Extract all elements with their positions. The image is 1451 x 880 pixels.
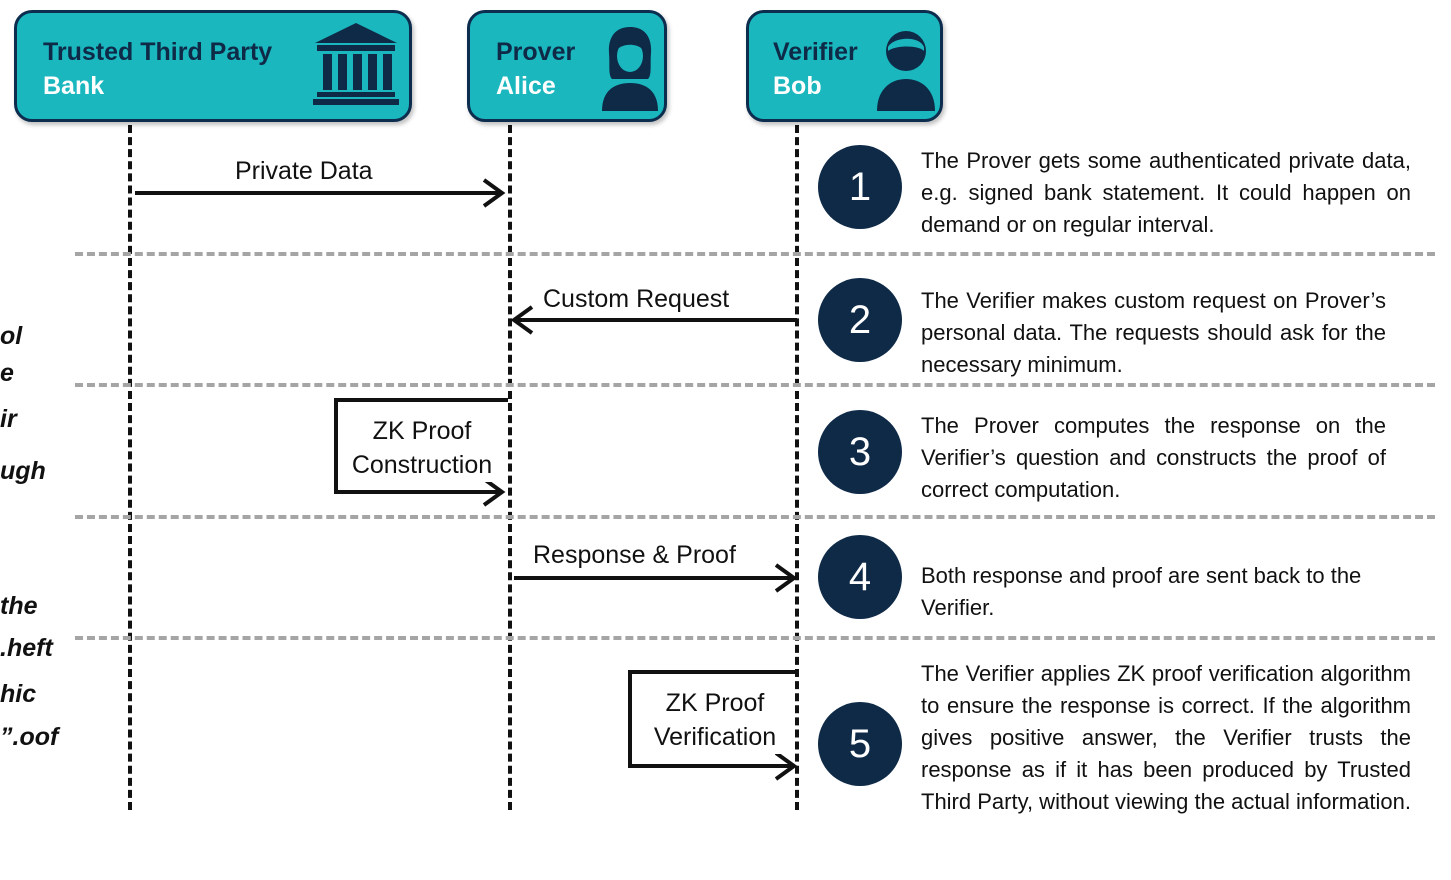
lifeline-prover	[508, 125, 512, 810]
label-line: Verification	[653, 723, 777, 751]
side-quote-fragment: ir	[0, 405, 17, 433]
lifeline-bank	[128, 125, 132, 810]
step-4-circle: 4	[818, 535, 902, 619]
label-line: ZK Proof	[665, 689, 765, 717]
step-3-text: The Prover computes the response on the …	[921, 413, 1386, 502]
side-quote-fragment: the	[0, 592, 38, 620]
actor-role: Bob	[773, 72, 822, 100]
side-quote-fragment: heft.	[0, 634, 53, 662]
step-2-text: The Verifier makes custom request on Pro…	[921, 288, 1386, 377]
separator	[75, 515, 1435, 519]
message-private-data: Private Data	[235, 157, 373, 185]
side-quote-fragment: ugh	[0, 457, 46, 485]
arrow-zk-verification	[628, 670, 798, 781]
actor-role: Bank	[43, 72, 105, 100]
actor-role: Alice	[496, 72, 556, 100]
step-5-text: The Verifier applies ZK proof verificati…	[921, 661, 1411, 814]
woman-user-icon	[602, 27, 658, 111]
label-zk-construction: ZK Proof Construction	[340, 414, 504, 482]
step-1-circle: 1	[818, 145, 902, 229]
label-line: Construction	[351, 451, 493, 479]
side-quote-fragment: hic	[0, 680, 37, 708]
message-response-proof: Response & Proof	[533, 541, 736, 569]
actor-prover: Prover Alice	[467, 10, 667, 122]
actor-name: Verifier	[773, 38, 858, 66]
lifeline-verifier	[795, 125, 799, 810]
step-1-text: The Prover gets some authenticated priva…	[921, 148, 1411, 237]
separator	[75, 636, 1435, 640]
actor-trusted-third-party: Trusted Third Party Bank	[14, 10, 412, 122]
side-quote-fragment: oof.”	[0, 723, 59, 751]
label-line: ZK Proof	[372, 417, 472, 445]
actor-name: Prover	[496, 38, 576, 66]
actor-name: Trusted Third Party	[43, 38, 273, 66]
separator	[75, 383, 1435, 387]
step-3-circle: 3	[818, 410, 902, 494]
step-5-circle: 5	[818, 702, 902, 786]
bank-icon	[313, 23, 399, 105]
separator	[75, 252, 1435, 256]
arrow-response-proof	[514, 563, 798, 593]
actor-verifier: Verifier Bob	[746, 10, 943, 122]
message-custom-request: Custom Request	[543, 285, 730, 313]
step-4-text: Both response and proof are sent back to…	[921, 563, 1362, 620]
arrow-custom-request	[510, 305, 797, 335]
label-zk-verification: ZK Proof Verification	[640, 686, 790, 754]
step-2-circle: 2	[818, 278, 902, 362]
side-quote-fragment: ol	[0, 322, 23, 350]
man-user-icon	[877, 31, 935, 111]
arrow-private-data	[135, 178, 506, 208]
side-quote-fragment: e	[0, 359, 14, 387]
arrow-zk-construction	[334, 398, 508, 507]
